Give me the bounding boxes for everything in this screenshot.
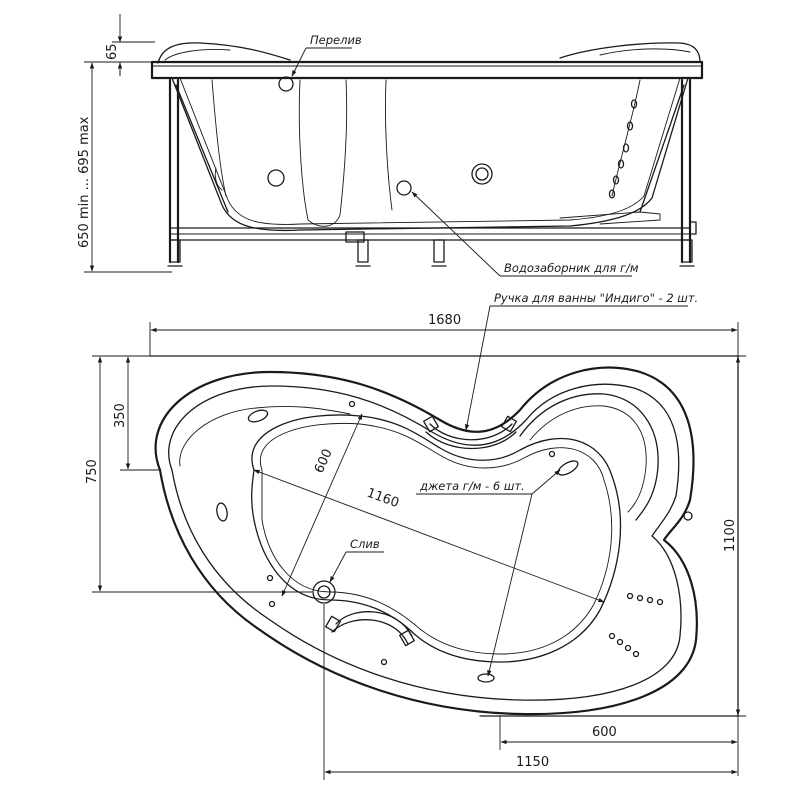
plan-dimension-lines [92,322,746,780]
plan-bounding-outline [149,355,739,717]
overflow-label: Перелив [310,33,362,47]
water-intake-fitting [396,180,412,196]
right-headrest [559,42,701,63]
left-headrest [157,42,291,64]
inner-width-line [281,413,363,597]
length-dimension: 1680 [428,313,461,328]
plan-jets [216,400,693,683]
inner-length-dimension: 1160 [365,486,401,511]
handle-label: Ручка для ванны "Индиго" - 2 шт. [494,291,698,305]
overflow-fitting [278,76,294,92]
tub-body [171,77,689,232]
left-short-dimension: 350 [113,403,128,428]
handle-bottom[interactable] [325,611,415,647]
water-intake-label: Водозаборник для г/м [504,261,639,275]
rim-height-dimension: 65 [105,43,120,60]
left-side-dimension: 750 [85,459,100,484]
inner-width-dimension: 600 [312,447,336,476]
side-view: Перелив Водозаборник для г/м 65 650 min … [77,14,704,277]
side-jets [214,76,638,199]
side-dimension-lines [84,14,172,273]
handle-top[interactable] [423,415,517,450]
drain-label: Слив [350,537,380,551]
tub-outer-contour [154,366,698,716]
bottom-right-dimension: 600 [592,725,617,740]
jets-label: джета г/м - 6 шт. [419,479,525,493]
depth-dimension: 1100 [723,519,738,552]
bottom-total-dimension: 1150 [516,755,549,770]
plan-view: 1160 600 Ручка для ванны "Индиго" - 2 шт… [85,291,746,780]
tub-rim [150,60,704,80]
adjustable-feet [167,221,697,267]
total-height-dimension: 650 min ... 695 max [77,116,92,248]
